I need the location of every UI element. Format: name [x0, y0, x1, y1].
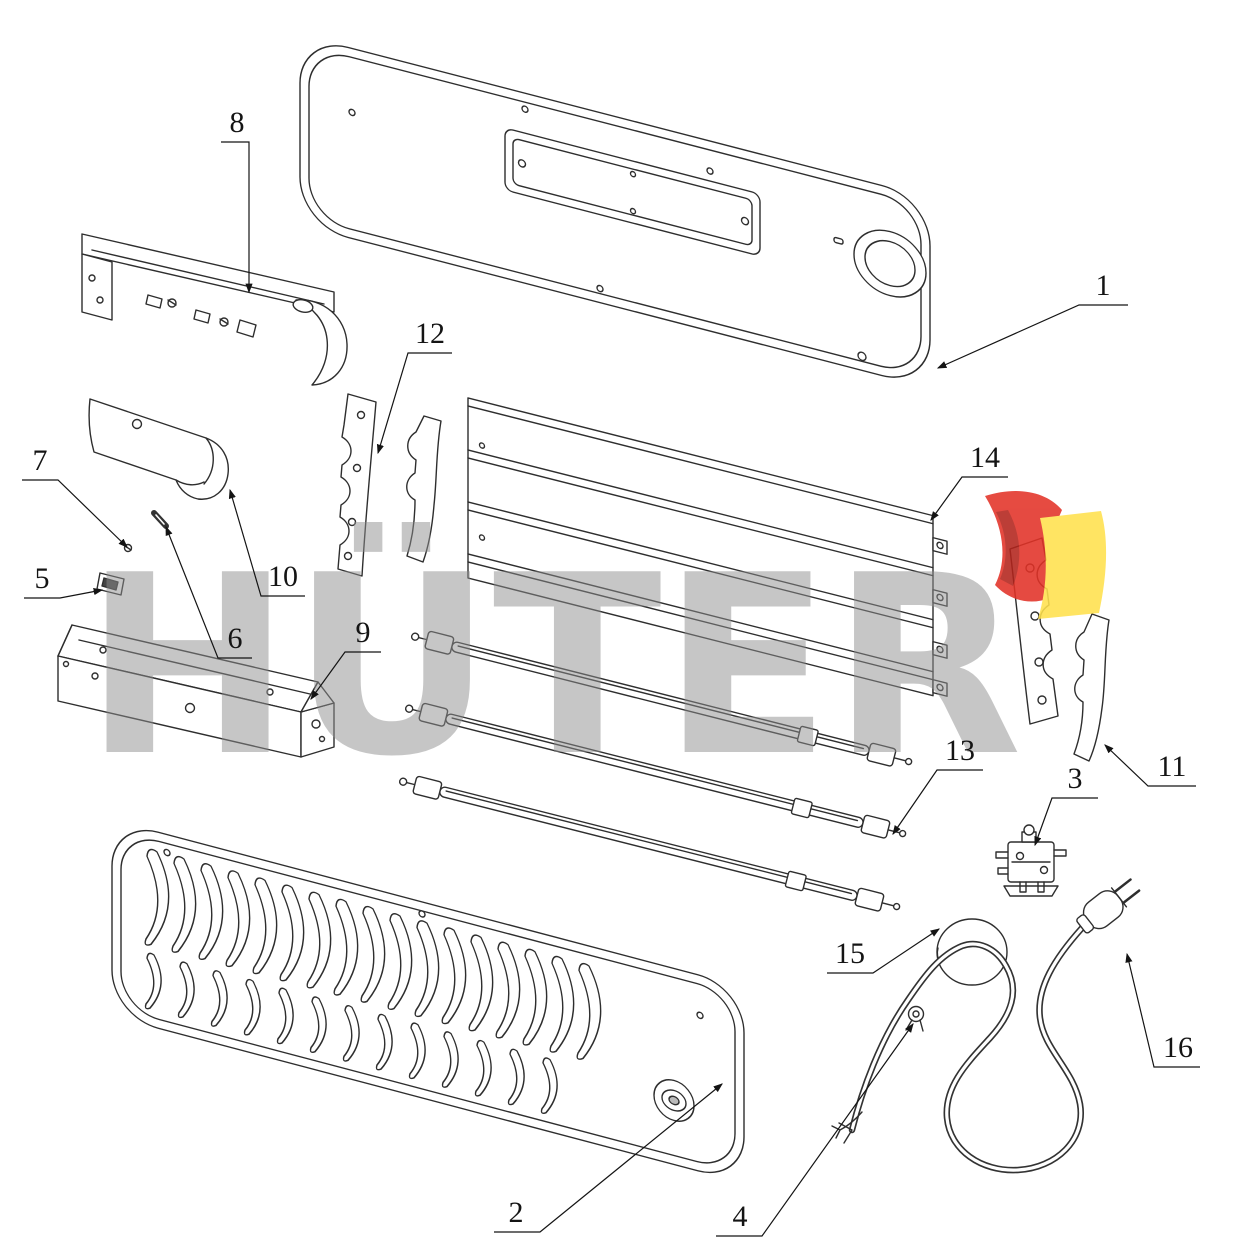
- part-2-front-grille: [111, 829, 745, 1174]
- svg-text:16: 16: [1163, 1031, 1193, 1064]
- brand-logo-yellow-shape: [1038, 511, 1107, 619]
- part-label-10: 10: [228, 488, 305, 597]
- svg-text:10: 10: [268, 560, 298, 593]
- part-label-6: 6: [165, 525, 252, 659]
- brand-watermark-text: HÜTER: [84, 522, 1022, 811]
- svg-text:7: 7: [33, 444, 48, 477]
- part-label-16: 16: [1125, 952, 1200, 1068]
- watermark-layer: HÜTER: [84, 490, 1107, 811]
- part-4-fastener: [905, 1005, 925, 1032]
- svg-text:13: 13: [945, 734, 975, 767]
- power-knob: [653, 1079, 695, 1122]
- part-3-thermostat: [995, 824, 1067, 897]
- part-10-curved-cover: [88, 398, 229, 500]
- part-5-clip: [96, 572, 125, 596]
- part-label-11: 11: [1104, 744, 1196, 787]
- part-9-lower-bracket: [57, 624, 335, 758]
- part-12-wavy-plate-left: [337, 393, 442, 577]
- part-label-13: 13: [892, 734, 983, 835]
- part-1-back-panel: [299, 45, 931, 378]
- part-label-15: 15: [827, 928, 940, 974]
- part-label-12: 12: [376, 317, 452, 455]
- part-label-4: 4: [716, 1023, 914, 1237]
- svg-text:15: 15: [835, 937, 865, 970]
- part-label-14: 14: [930, 441, 1008, 521]
- svg-text:14: 14: [970, 441, 1000, 474]
- part-label-1: 1: [936, 269, 1128, 369]
- power-plug: [1076, 878, 1141, 934]
- part-16-power-cord: [831, 878, 1141, 1174]
- svg-text:8: 8: [230, 106, 245, 139]
- part-8-control-bracket: [81, 233, 348, 386]
- part-label-7: 7: [22, 444, 128, 548]
- svg-text:1: 1: [1096, 269, 1111, 302]
- brand-logo-darkred-shape: [996, 510, 1020, 586]
- labels-layer: 1 2 3 4 5 6 7 8: [22, 106, 1200, 1237]
- part-label-2: 2: [494, 1083, 723, 1233]
- part-label-3: 3: [1034, 762, 1098, 847]
- svg-text:6: 6: [228, 622, 243, 655]
- svg-text:4: 4: [733, 1200, 748, 1233]
- svg-text:5: 5: [35, 562, 50, 595]
- svg-text:2: 2: [509, 1196, 524, 1229]
- part-15-disc: [936, 918, 1008, 986]
- part-6-pin: [151, 510, 169, 529]
- part-label-8: 8: [221, 106, 253, 294]
- part-label-5: 5: [24, 562, 104, 599]
- part-14-reflector: [467, 397, 948, 697]
- brand-logo: [985, 490, 1107, 619]
- part-label-9: 9: [310, 616, 381, 700]
- svg-text:12: 12: [415, 317, 445, 350]
- svg-text:9: 9: [356, 616, 371, 649]
- svg-text:11: 11: [1158, 750, 1187, 783]
- svg-text:3: 3: [1068, 762, 1083, 795]
